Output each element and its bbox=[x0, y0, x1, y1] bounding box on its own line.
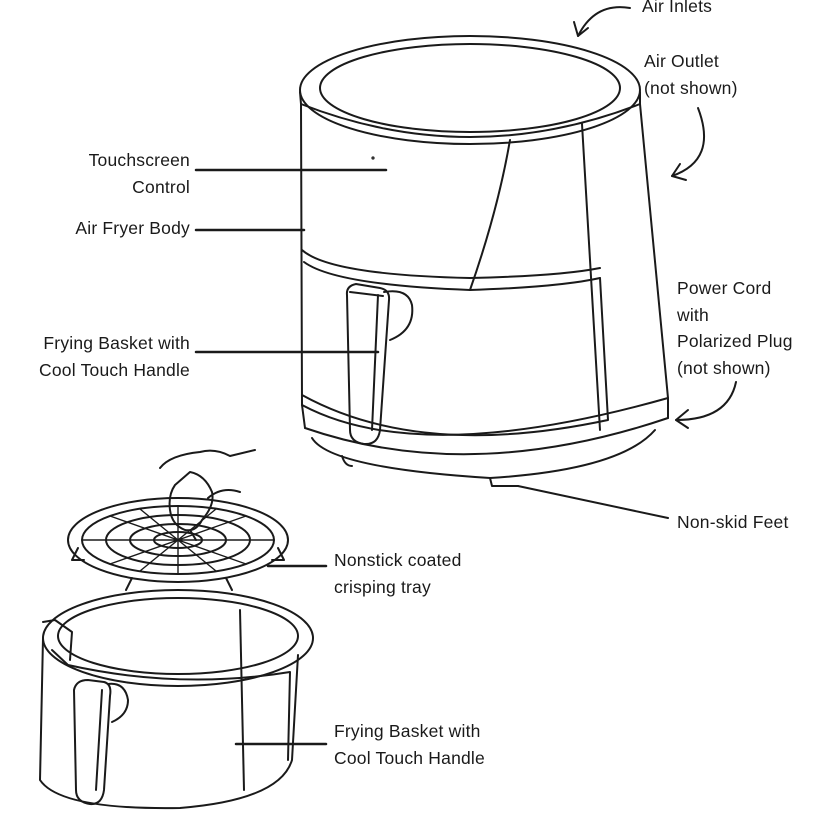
tray-outer-ring bbox=[67, 497, 289, 583]
basket-seam bbox=[239, 609, 245, 791]
basket-handle-pocket bbox=[383, 290, 414, 341]
body-right-side bbox=[639, 103, 669, 399]
crisping-tray bbox=[67, 449, 289, 591]
lid-outer-ring bbox=[299, 35, 641, 145]
foot-left bbox=[341, 455, 353, 467]
label-frying-basket-top: Frying Basket with Cool Touch Handle bbox=[39, 333, 190, 380]
foot-center bbox=[489, 477, 519, 487]
basket-rim-lip bbox=[42, 619, 73, 661]
hand bbox=[159, 449, 256, 541]
lid-inner-ring bbox=[319, 43, 621, 133]
arrow-inlets bbox=[577, 6, 631, 37]
leader-feet bbox=[517, 485, 669, 519]
label-power-cord: Power Cord with Polarized Plug (not show… bbox=[677, 278, 793, 378]
label-touchscreen-control: Touchscreen Control bbox=[88, 150, 190, 197]
body-left-side bbox=[300, 103, 303, 406]
basket-left-side bbox=[39, 637, 299, 810]
panel-seam-right bbox=[581, 123, 601, 431]
lid-rim bbox=[299, 91, 641, 138]
label-air-inlets: Air Inlets bbox=[642, 0, 713, 16]
basket-pocket bbox=[107, 682, 129, 723]
handle-outer bbox=[345, 283, 391, 446]
frying-basket bbox=[39, 589, 314, 810]
basket-rim-outer bbox=[42, 589, 314, 687]
bottom-band-top bbox=[301, 397, 669, 436]
basket-front bbox=[51, 649, 291, 761]
label-crisping-tray: Nonstick coated crisping tray bbox=[334, 550, 462, 597]
bottom-band-bottom bbox=[304, 417, 669, 456]
basket-handle bbox=[73, 679, 112, 806]
top-section-line-2 bbox=[303, 261, 601, 291]
tray-spokes bbox=[81, 505, 275, 575]
arrow-outlet bbox=[671, 107, 706, 177]
label-non-skid-feet: Non-skid Feet bbox=[677, 512, 789, 532]
tray-feet bbox=[71, 547, 285, 591]
arrow-cord bbox=[675, 381, 737, 421]
label-frying-basket-bottom: Frying Basket with Cool Touch Handle bbox=[334, 721, 485, 768]
top-section-line bbox=[301, 249, 601, 279]
air-fryer-unit bbox=[299, 35, 669, 487]
basket-rim-inner bbox=[57, 597, 299, 675]
label-air-outlet: Air Outlet (not shown) bbox=[644, 51, 738, 98]
handle-inner bbox=[371, 294, 379, 431]
label-air-fryer-body: Air Fryer Body bbox=[75, 218, 190, 238]
panel-seam-left bbox=[469, 139, 511, 291]
